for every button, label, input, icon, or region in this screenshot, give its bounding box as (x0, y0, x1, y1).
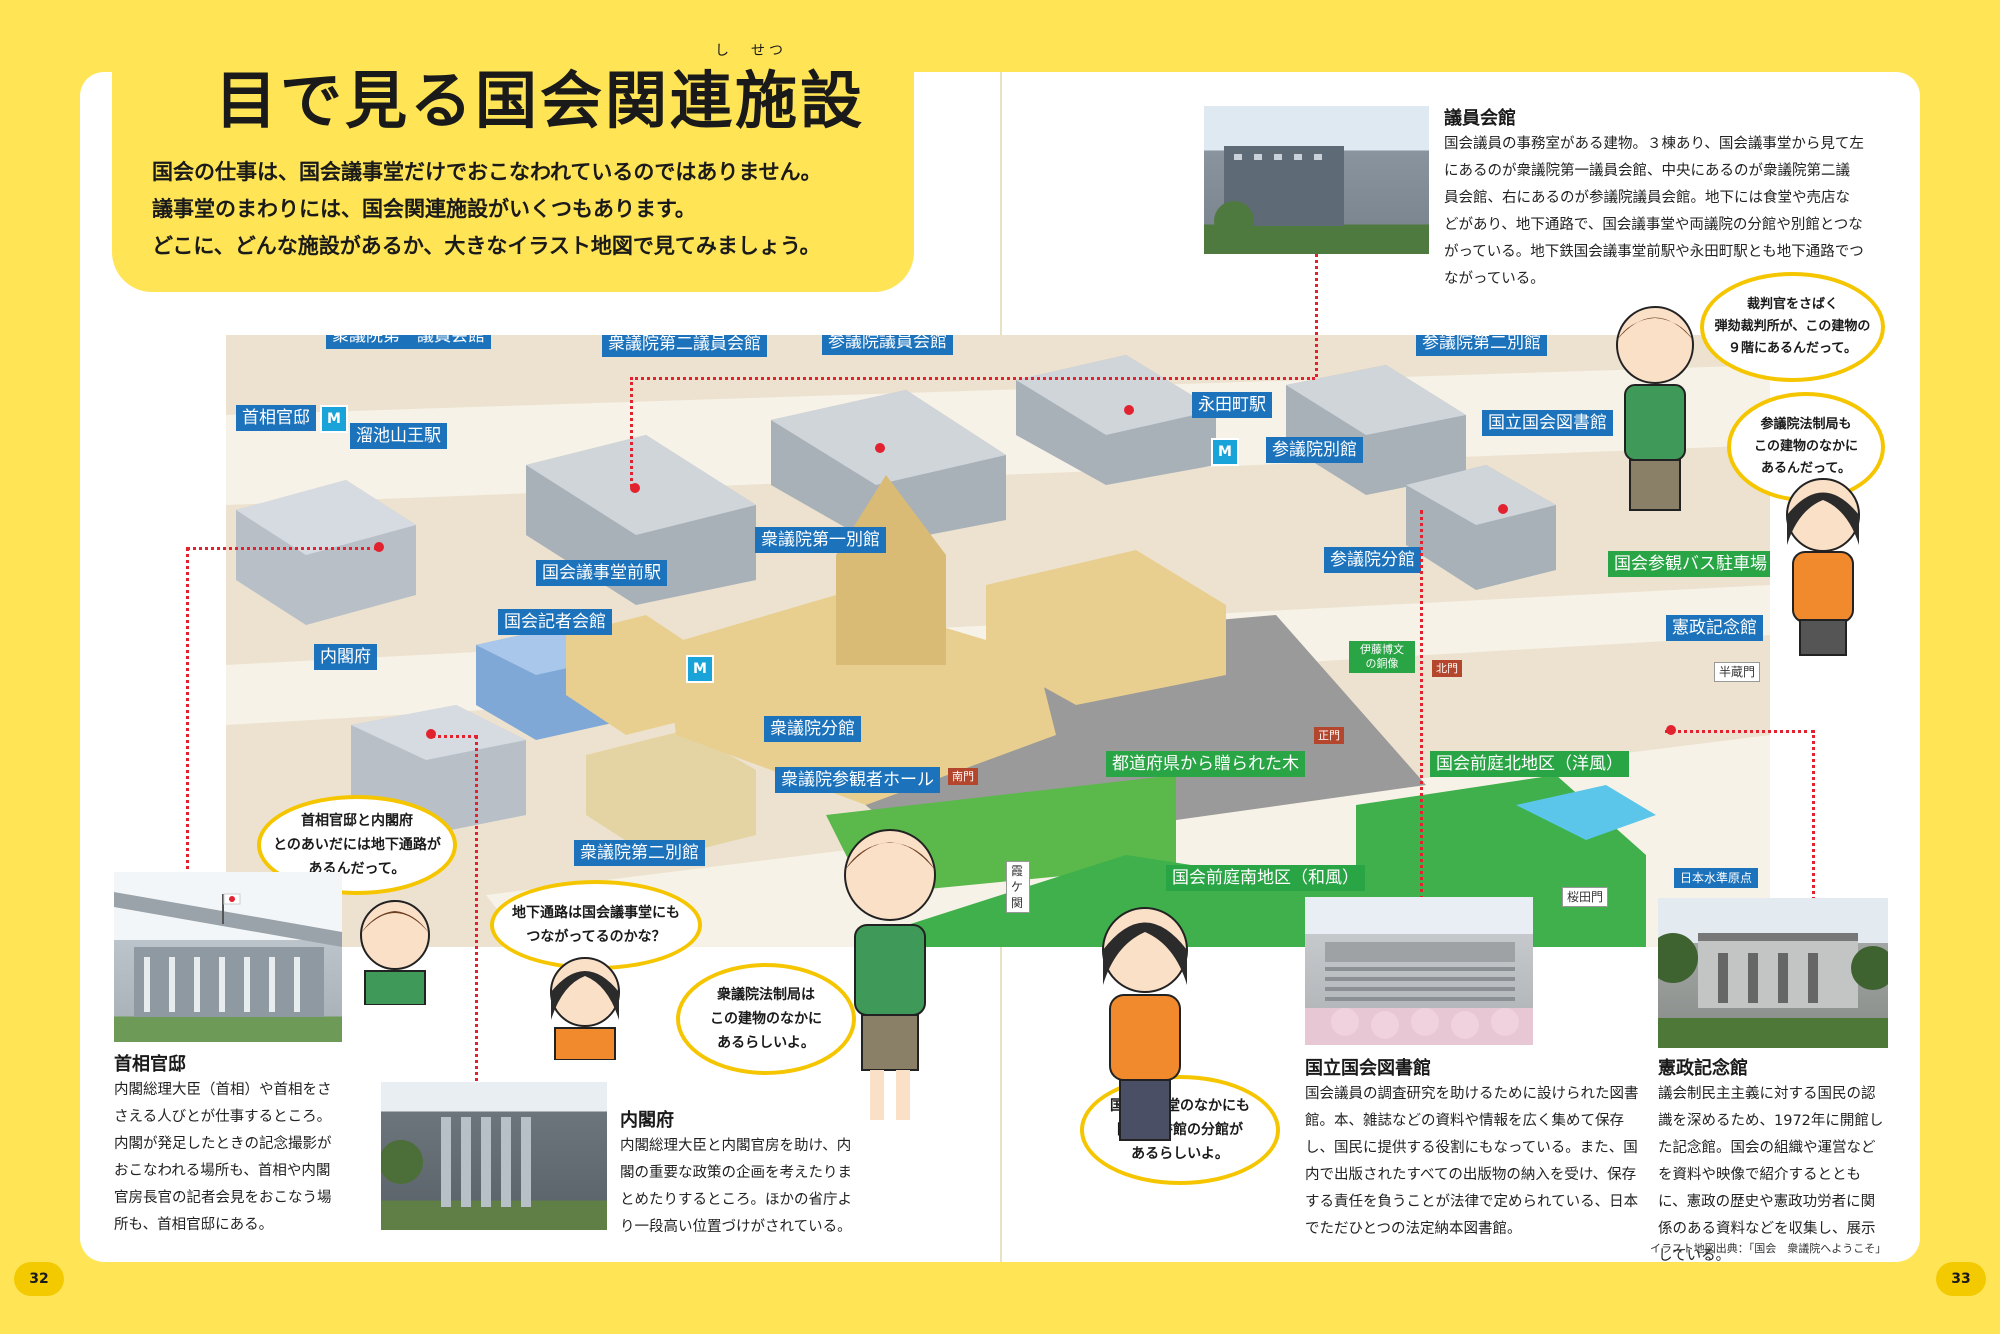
photo-shusho-kantei (114, 872, 342, 1042)
label-kokkai-maeniwa-minami: 国会前庭南地区（和風） (1166, 865, 1365, 891)
photo-kensei-kinenkan (1658, 898, 1888, 1048)
photo-giin-kaikan (1204, 106, 1429, 254)
photo-naikakufu (381, 1082, 607, 1230)
section-title-kokuritsu-kokkai-toshokan: 国立国会図書館 (1305, 1058, 1431, 1079)
lead-line: 国会の仕事は、国会議事堂だけでおこなわれているのではありません。 (152, 160, 822, 184)
label-nihon-suijun-genten: 日本水準原点 (1674, 868, 1759, 888)
illustrated-map: 衆議院第一議員会館 衆議院第二議員会館 参議院議員会館 参議院第二別館 首相官邸… (226, 335, 1770, 947)
section-body-kokuritsu-kokkai-toshokan: 国会議員の調査研究を助けるために設けられた図書館。本、雑誌などの資料や情報を広く… (1305, 1086, 1639, 1237)
label-tameike-sanno-station: 溜池山王駅 (350, 423, 447, 449)
label-kasumigaseki: 霞ケ関 (1006, 861, 1030, 913)
leader-line (630, 377, 1315, 380)
diet-building (666, 595, 1056, 805)
page-number-right: 33 (1936, 1262, 1986, 1296)
leader-line (186, 547, 189, 877)
section-body-giin-kaikan: 国会議員の事務室がある建物。３棟あり、国会議事堂から見て左にあるのが衆議院第一議… (1444, 136, 1864, 287)
girl-character-illustration (1102, 907, 1188, 1141)
marker-sangiin-giin (1124, 405, 1134, 415)
label-sangiin-bunkan: 参議院分館 (1324, 547, 1421, 573)
illustration-credit: イラスト地図出典：「国会 衆議院へようこそ」 (1650, 1242, 1887, 1255)
label-naikakufu: 内閣府 (314, 644, 377, 670)
leader-line (630, 377, 633, 487)
girl-character-illustration (1786, 478, 1860, 656)
label-kokkai-kisha-kaikan: 国会記者会館 (498, 609, 612, 635)
label-sakuradamon: 桜田門 (1562, 887, 1609, 907)
boy-character-illustration (1616, 306, 1694, 511)
leader-line (1665, 730, 1815, 733)
section-title-naikakufu: 内閣府 (620, 1110, 674, 1131)
label-shugiin-daini-bekkan: 衆議院第二別館 (574, 840, 705, 866)
section-body-shusho-kantei: 内閣総理大臣（首相）や首相をささえる人びとが仕事するところ。内閣が発足したときの… (114, 1082, 332, 1233)
label-shusho-kantei: 首相官邸 (236, 405, 316, 431)
label-todofuken-trees: 都道府県から贈られた木 (1106, 751, 1305, 777)
metro-icon: M (1211, 438, 1239, 466)
sangiin-wing (986, 550, 1226, 705)
label-kokkai-sankan-bus: 国会参観バス駐車場 (1608, 551, 1770, 577)
speech-bubble: 衆議院法制局は この建物のなかに あるらしいよ。 (676, 963, 856, 1075)
marker-giin-1 (630, 483, 640, 493)
marker-shusho-kantei (374, 542, 384, 552)
lead-line: どこに、どんな施設があるか、大きなイラスト地図で見てみましょう。 (152, 234, 821, 258)
marker-toshokan (1498, 504, 1508, 514)
boy-character-illustration (360, 900, 430, 1005)
section-title-shusho-kantei: 首相官邸 (114, 1054, 186, 1075)
label-sangiin-daini-bekkan: 参議院第二別館 (1416, 335, 1547, 356)
label-nagatacho-station: 永田町駅 (1192, 392, 1272, 418)
label-kokkai-gijidomae-station: 国会議事堂前駅 (536, 560, 667, 586)
pond (1516, 785, 1656, 840)
shugiin-bunkan (566, 615, 706, 735)
page-title: 目で見る国会関連施設 (215, 64, 866, 137)
page-number-left: 32 (14, 1262, 64, 1296)
section-title-kensei-kinenkan: 憲政記念館 (1658, 1058, 1748, 1079)
leader-line (1420, 510, 1423, 900)
leader-line (1812, 730, 1815, 900)
map-drawing (226, 355, 1770, 947)
speech-bubble: 地下通路は国会議事堂にも つながってるのかな？ (490, 880, 702, 970)
section-body-kensei-kinenkan: 議会制民主主義に対する国民の認識を深めるため、1972年に開館した記念館。国会の… (1658, 1086, 1884, 1264)
marker-giin-2 (875, 443, 885, 453)
label-nanmon: 南門 (948, 768, 978, 785)
label-kokkai-maeniwa-kita: 国会前庭北地区（洋風） (1430, 751, 1629, 777)
leader-line (475, 735, 478, 1095)
label-sangiin-bekkan: 参議院別館 (1266, 437, 1363, 463)
section-body-naikakufu: 内閣総理大臣と内閣官房を助け、内閣の重要な政策の企画を考えたりまとめたりするとこ… (620, 1138, 852, 1235)
label-sangiin-giinkaikan: 参議院議員会館 (822, 335, 953, 355)
metro-icon: M (320, 405, 348, 433)
label-hanzomon: 半蔵門 (1714, 662, 1761, 682)
girl-character-illustration (550, 957, 620, 1060)
building-shugiin-bekkan-2 (586, 730, 756, 860)
label-kokuritsu-kokkai-toshokan: 国立国会図書館 (1482, 410, 1613, 436)
leader-line (186, 547, 378, 550)
label-ito-hirobumi: 伊藤博文の銅像 (1349, 641, 1415, 673)
label-seimon: 正門 (1314, 727, 1344, 744)
speech-bubble: 裁判官をさばく 弾劾裁判所が、この建物の ９階にあるんだって。 (1700, 272, 1885, 382)
boy-character-illustration (844, 829, 936, 1120)
photo-kokuritsu-kokkai-toshokan (1305, 897, 1533, 1045)
label-shugiin-daiichi-giinkaikan: 衆議院第一議員会館 (326, 335, 491, 349)
label-kensei-kinenkan: 憲政記念館 (1666, 615, 1763, 641)
label-shugiin-daini-giinkaikan: 衆議院第二議員会館 (602, 335, 767, 357)
speech-bubble: 国会議事堂のなかにも 国会図書館の分館が あるらしいよ。 (1080, 1075, 1280, 1185)
label-shugiin-sankansha-hall: 衆議院参観者ホール (775, 767, 940, 793)
section-title-giin-kaikan: 議員会館 (1444, 108, 1516, 129)
marker-naikakufu (426, 729, 436, 739)
lead-line: 議事堂のまわりには、国会関連施設がいくつもあります。 (152, 197, 696, 221)
label-shugiin-daiichi-bekkan: 衆議院第一別館 (755, 527, 886, 553)
label-shugiin-bunkan: 衆議院分館 (764, 716, 861, 742)
label-kitamon: 北門 (1432, 660, 1462, 677)
title-ruby: し せつ (715, 43, 787, 59)
metro-icon: M (686, 655, 714, 683)
leader-line (432, 735, 477, 738)
title-box (112, 0, 914, 292)
lead-text: 国会の仕事は、国会議事堂だけでおこなわれているのではありません。 議事堂のまわり… (152, 154, 822, 265)
diet-tower (836, 475, 946, 665)
